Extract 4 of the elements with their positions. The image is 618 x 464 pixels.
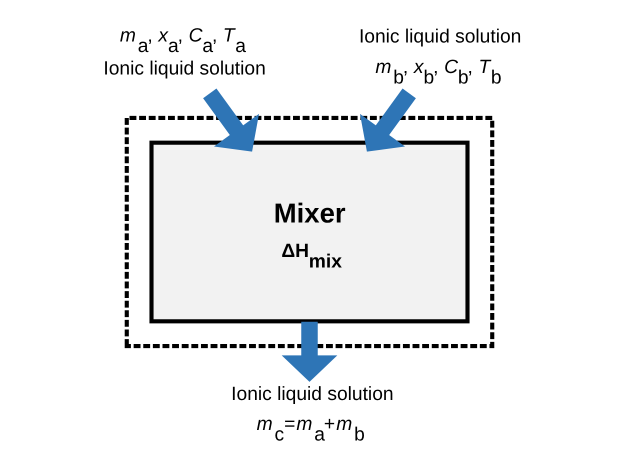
cluster <box>124 116 494 348</box>
arrow <box>359 88 416 152</box>
arrow <box>281 322 337 382</box>
arrow <box>202 88 259 152</box>
